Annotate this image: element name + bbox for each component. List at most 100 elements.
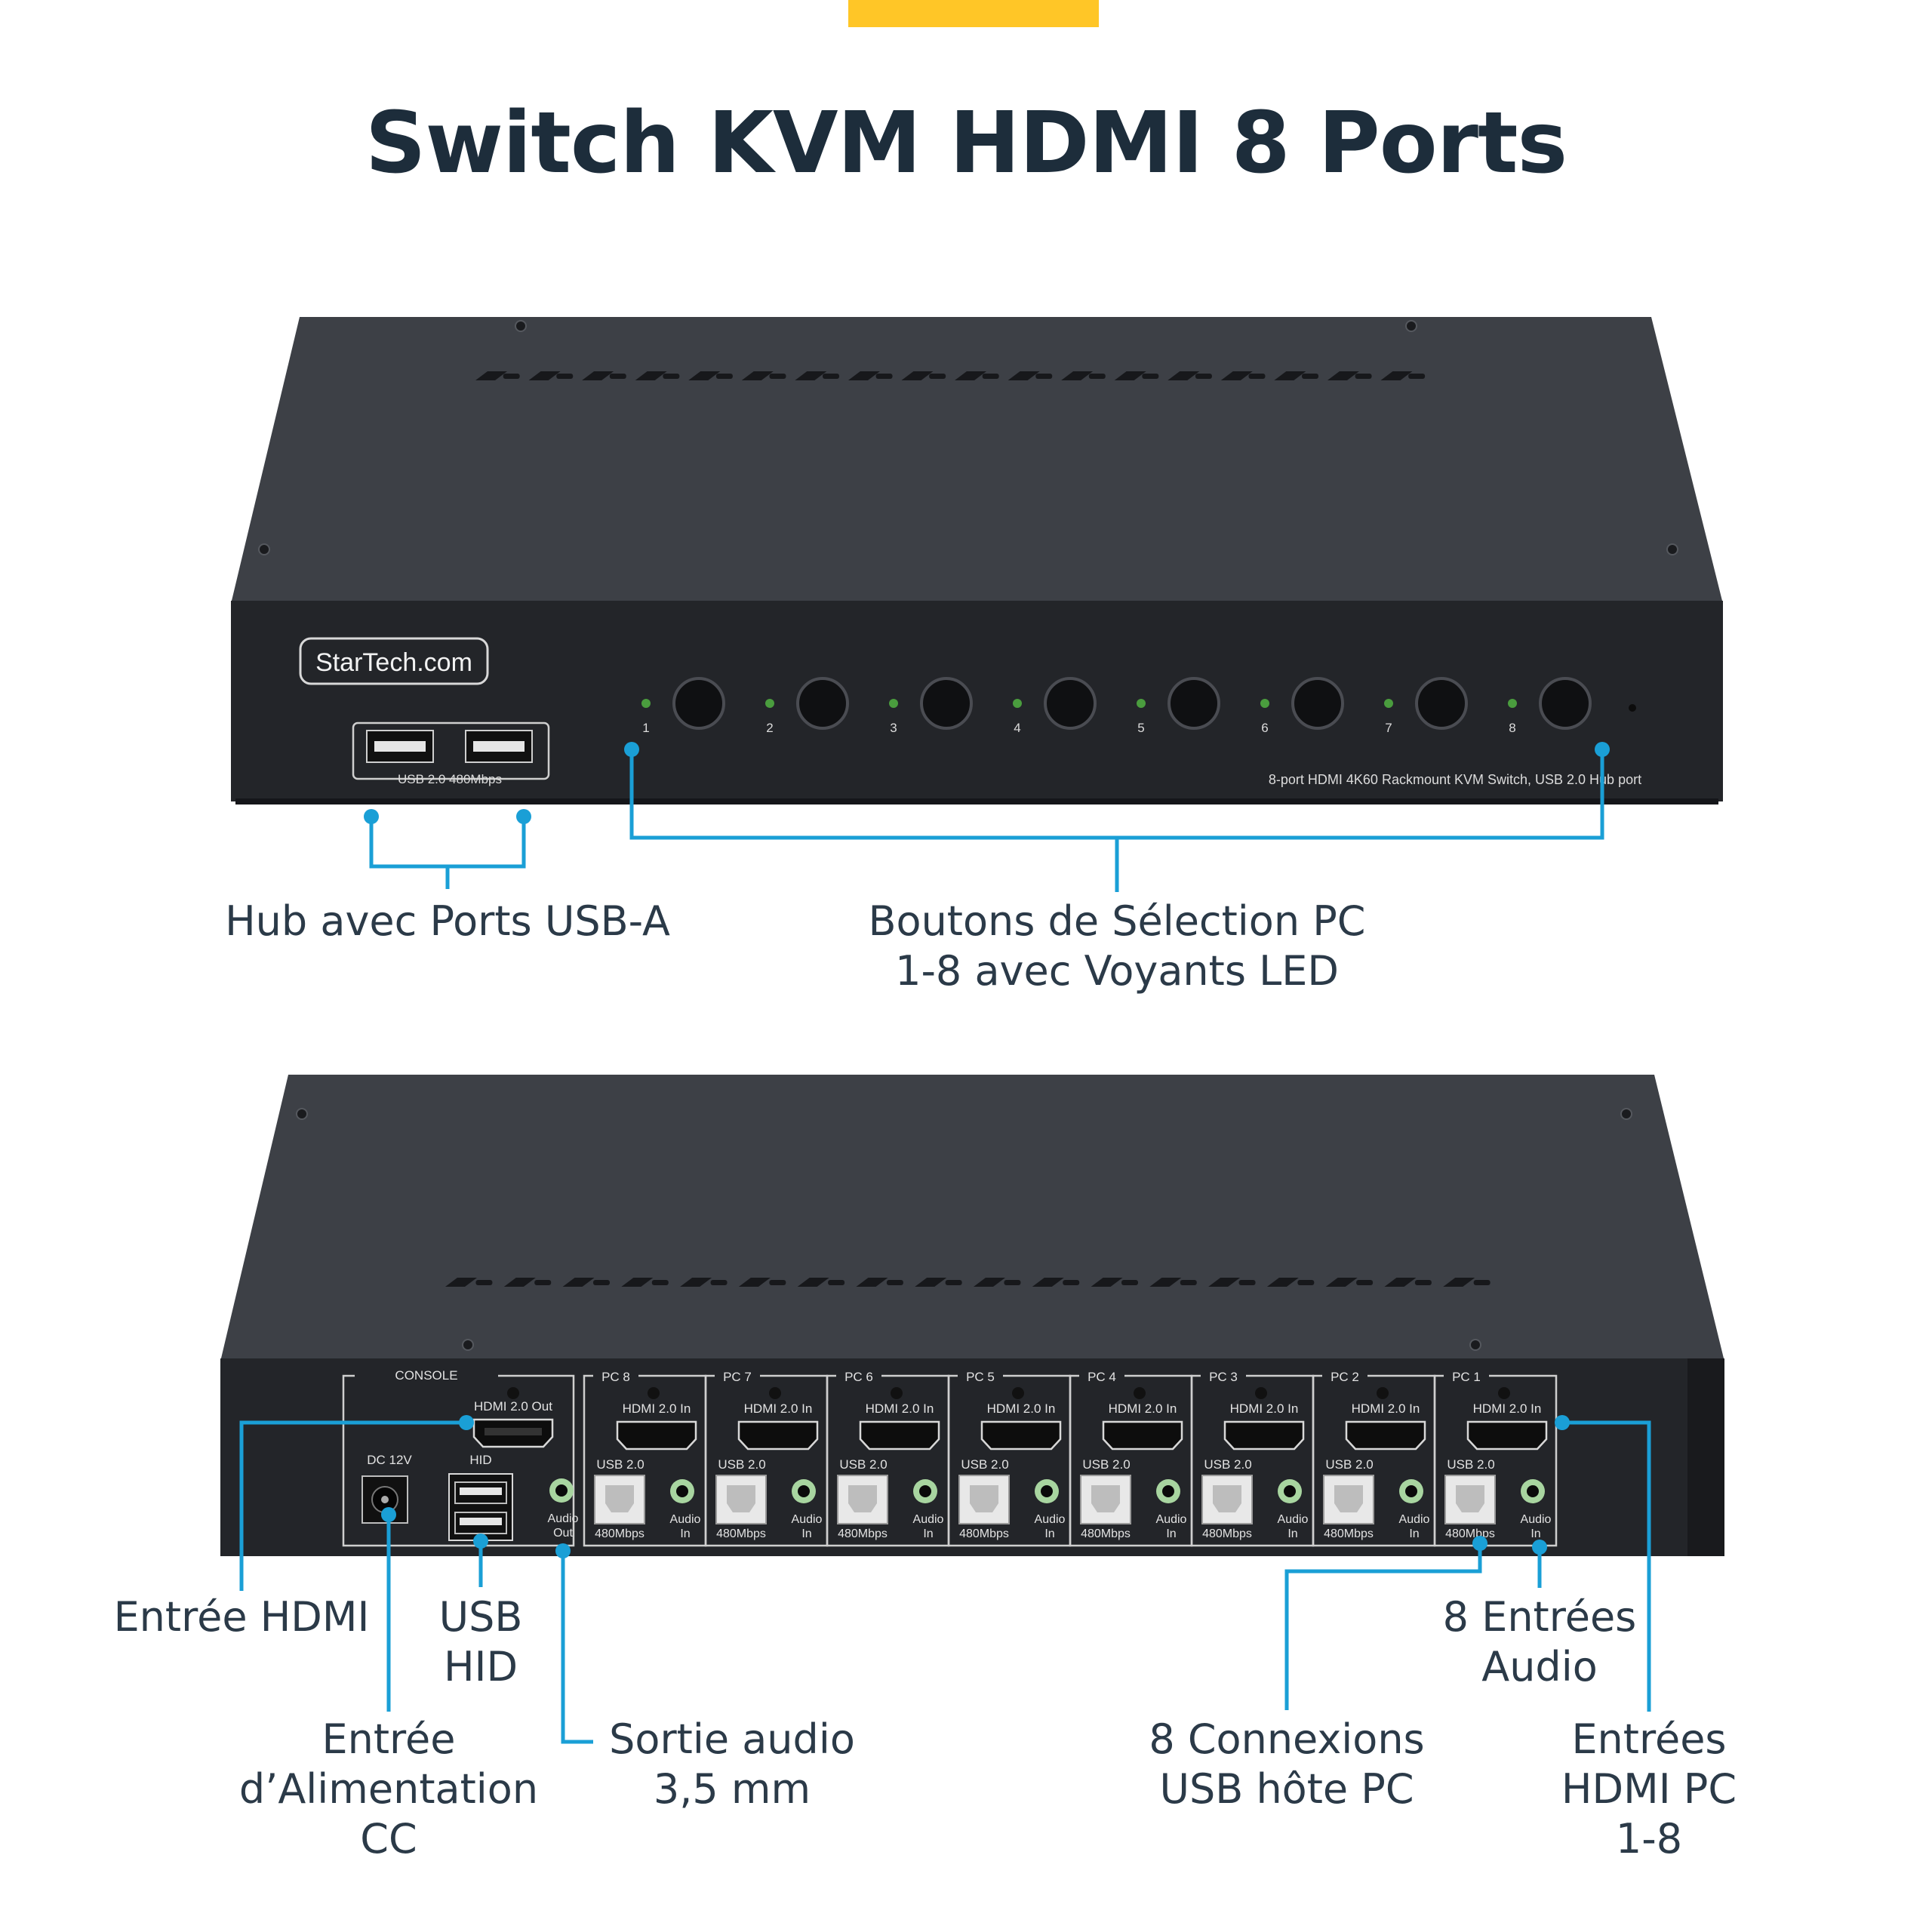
pc-select-button[interactable] — [920, 677, 973, 730]
pc-group-screw — [891, 1387, 903, 1399]
usb-label: USB 2.0 — [839, 1457, 887, 1472]
chassis-screw — [296, 1108, 308, 1120]
vent-slot — [475, 371, 507, 380]
usb-b-port-insert — [1456, 1485, 1484, 1512]
port-number-label: 6 — [1261, 721, 1268, 735]
accent-bar — [848, 0, 1099, 27]
vent-slot — [1195, 374, 1212, 379]
vent-slot — [534, 1280, 552, 1285]
usb-label: USB 2.0 — [961, 1457, 1008, 1472]
console-screw — [507, 1387, 519, 1399]
dc-label: DC 12V — [367, 1453, 412, 1467]
vent-slot — [475, 1280, 493, 1285]
pc-select-button[interactable] — [672, 677, 725, 730]
pc-select-button[interactable] — [796, 677, 849, 730]
audio-in-text: Audio — [1035, 1513, 1066, 1526]
audio-in-jack-hole — [1162, 1485, 1174, 1497]
pc-group-frame — [826, 1374, 950, 1547]
usb-speed-label: 480Mbps — [716, 1527, 766, 1540]
usb-a-port-1[interactable] — [366, 730, 434, 763]
hdmi-in-port[interactable] — [1223, 1420, 1305, 1451]
hdmi-in-label: HDMI 2.0 In — [1230, 1401, 1299, 1416]
port-number-label: 5 — [1137, 721, 1144, 735]
hdmi-in-port[interactable] — [737, 1420, 819, 1451]
callout-hdmi-input-line — [239, 1420, 466, 1591]
pc-select-button[interactable] — [1044, 677, 1097, 730]
usb-label: USB 2.0 — [1447, 1457, 1494, 1472]
vent-slot — [1473, 1280, 1491, 1285]
vent-slot — [848, 371, 880, 380]
vent-slot — [1220, 371, 1253, 380]
vent-slot — [710, 1280, 728, 1285]
callout-usb-hub: Hub avec Ports USB-A — [225, 897, 670, 945]
callout-dots — [364, 742, 1610, 1558]
vent-slot — [1035, 374, 1053, 379]
hdmi-in-port[interactable] — [1102, 1420, 1183, 1451]
pc-select-button[interactable] — [1539, 677, 1592, 730]
vent-slot — [929, 374, 946, 379]
vent-slot — [955, 371, 986, 380]
callout-pc-select-buttons: Boutons de Sélection PC 1-8 avec Voyants… — [868, 897, 1366, 995]
usb-b-port-insert — [1213, 1485, 1241, 1512]
vent-slot — [1302, 374, 1319, 379]
usb-hid-ports[interactable] — [448, 1473, 513, 1541]
vent-slot — [1088, 374, 1106, 379]
hdmi-in-port[interactable] — [1466, 1420, 1548, 1451]
chassis-screw — [1469, 1339, 1481, 1351]
usb-speed-label: 480Mbps — [959, 1527, 1009, 1540]
vent-slot — [1443, 1278, 1475, 1287]
hdmi-in-port[interactable] — [616, 1420, 697, 1451]
vent-slot — [1004, 1280, 1021, 1285]
usb-label: USB 2.0 — [1204, 1457, 1251, 1472]
callout-audio-in: 8 Entrées Audio — [1442, 1593, 1637, 1690]
usb-label: USB 2.0 — [596, 1457, 644, 1472]
usb-b-port-insert — [848, 1485, 877, 1512]
pc-group-label: PC 1 — [1452, 1370, 1481, 1384]
pc-select-button[interactable] — [1168, 677, 1220, 730]
pc-group-screw — [1134, 1387, 1146, 1399]
callout-power-input: Entrée d’Alimentation CC — [238, 1715, 539, 1863]
hdmi-in-label: HDMI 2.0 In — [866, 1401, 934, 1416]
vent-slot — [1180, 1280, 1197, 1285]
callout-usb-hid: USB HID — [438, 1593, 523, 1690]
audio-out-jack[interactable] — [549, 1478, 574, 1503]
brand-logo-text: StarTech.com — [315, 648, 472, 677]
audio-in-jack-hole — [1527, 1485, 1539, 1497]
vent-slot — [609, 374, 626, 379]
usb-a-port-2[interactable] — [465, 730, 533, 763]
vent-slot — [1325, 1278, 1358, 1287]
vent-slot — [1248, 374, 1266, 379]
hdmi-in-label: HDMI 2.0 In — [987, 1401, 1056, 1416]
vent-slot — [741, 371, 774, 380]
led-indicator — [1384, 699, 1393, 708]
hdmi-in-port[interactable] — [1345, 1420, 1426, 1451]
chassis-screw — [1405, 320, 1417, 332]
front-face — [231, 601, 1723, 801]
vent-slot — [828, 1280, 845, 1285]
vent-slot — [1142, 374, 1159, 379]
rear-chassis-top — [220, 1075, 1724, 1361]
pc-select-button[interactable] — [1415, 677, 1468, 730]
pc-group-label: PC 8 — [601, 1370, 630, 1384]
vent-slot — [635, 371, 667, 380]
hdmi-out-port[interactable] — [472, 1418, 554, 1448]
vent-slot — [982, 374, 999, 379]
rear-right-bracket — [1687, 1358, 1724, 1556]
vent-slot — [663, 374, 680, 379]
front-face-bottom-edge — [235, 798, 1718, 804]
vent-slot — [1297, 1280, 1315, 1285]
audio-in-text: Audio — [1521, 1513, 1552, 1526]
vent-slot — [1008, 371, 1040, 380]
hdmi-in-label: HDMI 2.0 In — [623, 1401, 691, 1416]
vent-slot — [1149, 1278, 1182, 1287]
audio-in-text: In — [680, 1527, 690, 1540]
pc-select-button[interactable] — [1291, 677, 1344, 730]
vent-slot — [738, 1278, 771, 1287]
vent-slot — [901, 371, 934, 380]
hdmi-in-port[interactable] — [980, 1420, 1062, 1451]
hdmi-in-port[interactable] — [859, 1420, 940, 1451]
vent-slot — [1266, 1278, 1299, 1287]
pc-group-label: PC 7 — [723, 1370, 752, 1384]
